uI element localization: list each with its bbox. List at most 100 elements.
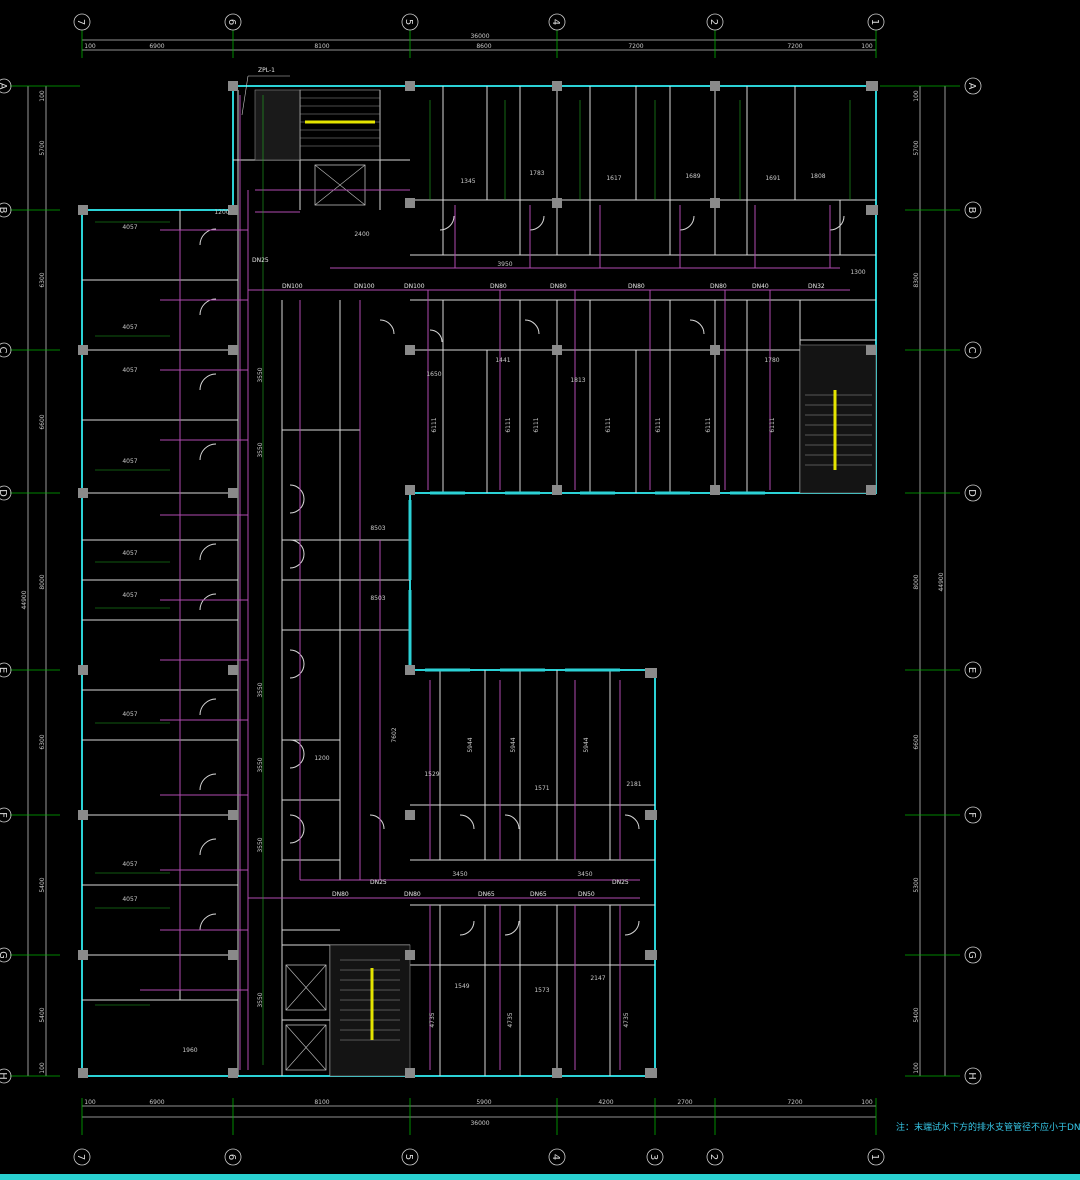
dim-label: 1960 bbox=[182, 1047, 197, 1054]
dim-right-seg: 100 bbox=[913, 90, 920, 102]
axis-top-label: 5 bbox=[403, 19, 414, 25]
room-length-label: 5944 bbox=[467, 737, 474, 752]
pipe-size-label: DN100 bbox=[282, 283, 303, 290]
pipe-size-label: DN80 bbox=[628, 283, 645, 290]
exterior-walls bbox=[81, 85, 877, 1077]
pipe-size-label: DN80 bbox=[404, 891, 421, 898]
dim-top-seg: 7200 bbox=[787, 43, 802, 50]
room-length-label: 5944 bbox=[583, 737, 590, 752]
facade-windows bbox=[408, 491, 765, 672]
dim-right-seg: 5300 bbox=[913, 877, 920, 892]
dim-label: 1549 bbox=[454, 983, 469, 990]
dim-label: 3550 bbox=[257, 682, 264, 697]
axis-left-label: E bbox=[0, 667, 8, 673]
axis-bottom-label: 1 bbox=[869, 1154, 880, 1160]
room-length-label: 4735 bbox=[507, 1012, 514, 1027]
pipe-size-label: DN25 bbox=[252, 257, 269, 264]
dim-top-seg: 8100 bbox=[314, 43, 329, 50]
axis-left-label: C bbox=[0, 347, 8, 354]
room-width-label: 4057 bbox=[122, 224, 137, 231]
axis-left-label: A bbox=[0, 83, 8, 90]
dim-left-seg: 8000 bbox=[39, 574, 46, 589]
dim-label: 1617 bbox=[606, 175, 621, 182]
dim-bottom-seg: 7200 bbox=[787, 1099, 802, 1106]
room-width-label: 4057 bbox=[122, 861, 137, 868]
room-length-label: 6111 bbox=[505, 417, 512, 432]
room-length-label: 4735 bbox=[623, 1012, 630, 1027]
room-length-label: 4735 bbox=[429, 1012, 436, 1027]
room-width-label: 4057 bbox=[122, 592, 137, 599]
axis-right-label: B bbox=[966, 207, 977, 214]
axis-left-label: D bbox=[0, 489, 8, 497]
grid-axes bbox=[10, 30, 960, 1135]
dim-label: 3450 bbox=[452, 871, 467, 878]
dim-label: 3550 bbox=[257, 757, 264, 772]
dimension-leaders bbox=[95, 95, 851, 1065]
dim-left-seg: 5400 bbox=[39, 877, 46, 892]
dim-left-seg: 6600 bbox=[39, 414, 46, 429]
room-width-label: 4057 bbox=[122, 550, 137, 557]
dim-bottom-total: 36000 bbox=[470, 1120, 489, 1127]
interior-walls bbox=[82, 86, 876, 1076]
pipe-size-label: DN25 bbox=[612, 879, 629, 886]
dim-bottom-seg: 6900 bbox=[149, 1099, 164, 1106]
room-length-label: 6111 bbox=[533, 417, 540, 432]
axis-bottom-label: 4 bbox=[550, 1154, 561, 1160]
room-length-label: 5944 bbox=[510, 737, 517, 752]
dim-left-seg: 5400 bbox=[39, 1007, 46, 1022]
room-length-label: 6111 bbox=[605, 417, 612, 432]
axis-right-label: D bbox=[966, 489, 977, 497]
dim-left-seg: 100 bbox=[39, 90, 46, 102]
axis-left-label: B bbox=[0, 207, 8, 214]
pipe-size-label: DN80 bbox=[550, 283, 567, 290]
dim-label: 3950 bbox=[497, 261, 512, 268]
dim-bottom-seg: 8100 bbox=[314, 1099, 329, 1106]
axis-bottom-label: 7 bbox=[75, 1154, 86, 1160]
pipe-size-label: DN100 bbox=[354, 283, 375, 290]
room-length-label: 6111 bbox=[431, 417, 438, 432]
dim-right-seg: 8300 bbox=[913, 272, 920, 287]
axis-bubbles-top bbox=[73, 13, 885, 31]
axis-top-label: 4 bbox=[550, 19, 561, 25]
dim-label: 1813 bbox=[570, 377, 585, 384]
drawing-note: 注：末端试水下方的排水支管管径不应小于DN75 bbox=[896, 1121, 1080, 1133]
axis-left-label: G bbox=[0, 951, 8, 959]
dim-label: 8503 bbox=[370, 525, 385, 532]
axis-bottom-label: 2 bbox=[708, 1154, 719, 1160]
dim-bottom-seg: 2700 bbox=[677, 1099, 692, 1106]
dim-left-seg: 6300 bbox=[39, 272, 46, 287]
dim-label: 1200 bbox=[314, 755, 329, 762]
pipe-size-label: DN80 bbox=[710, 283, 727, 290]
dim-bottom-seg: 100 bbox=[84, 1099, 96, 1106]
pipe-size-label: DN25 bbox=[370, 879, 387, 886]
dim-top-seg: 6900 bbox=[149, 43, 164, 50]
stair-cores bbox=[254, 89, 877, 1077]
dim-bottom-seg: 5900 bbox=[476, 1099, 491, 1106]
axis-right-label: H bbox=[966, 1072, 977, 1080]
axis-top-label: 2 bbox=[708, 19, 719, 25]
dim-label: 8503 bbox=[370, 595, 385, 602]
riser-label: ZPL-1 bbox=[258, 67, 275, 74]
dim-top-total: 36000 bbox=[470, 33, 489, 40]
dim-label: 1345 bbox=[460, 178, 475, 185]
dim-label: 1200 bbox=[214, 209, 229, 216]
axis-right-label: A bbox=[966, 83, 977, 90]
axis-right-label: C bbox=[966, 347, 977, 354]
dim-left-seg: 6300 bbox=[39, 734, 46, 749]
axis-bottom-label: 3 bbox=[648, 1154, 659, 1160]
dim-label: 3550 bbox=[257, 367, 264, 382]
dim-label: 1300 bbox=[850, 269, 865, 276]
dim-label: 1689 bbox=[685, 173, 700, 180]
pipe-size-label: DN32 bbox=[808, 283, 825, 290]
axis-bubbles-right bbox=[964, 77, 982, 1085]
dim-top-seg: 8600 bbox=[476, 43, 491, 50]
room-width-label: 4057 bbox=[122, 711, 137, 718]
dim-label: 1441 bbox=[495, 357, 510, 364]
dim-label: 1691 bbox=[765, 175, 780, 182]
axis-top-label: 6 bbox=[226, 19, 237, 25]
dim-label: 1650 bbox=[426, 371, 441, 378]
dim-top-seg: 100 bbox=[84, 43, 96, 50]
dim-label: 1780 bbox=[764, 357, 779, 364]
axis-left-label: H bbox=[0, 1072, 8, 1080]
